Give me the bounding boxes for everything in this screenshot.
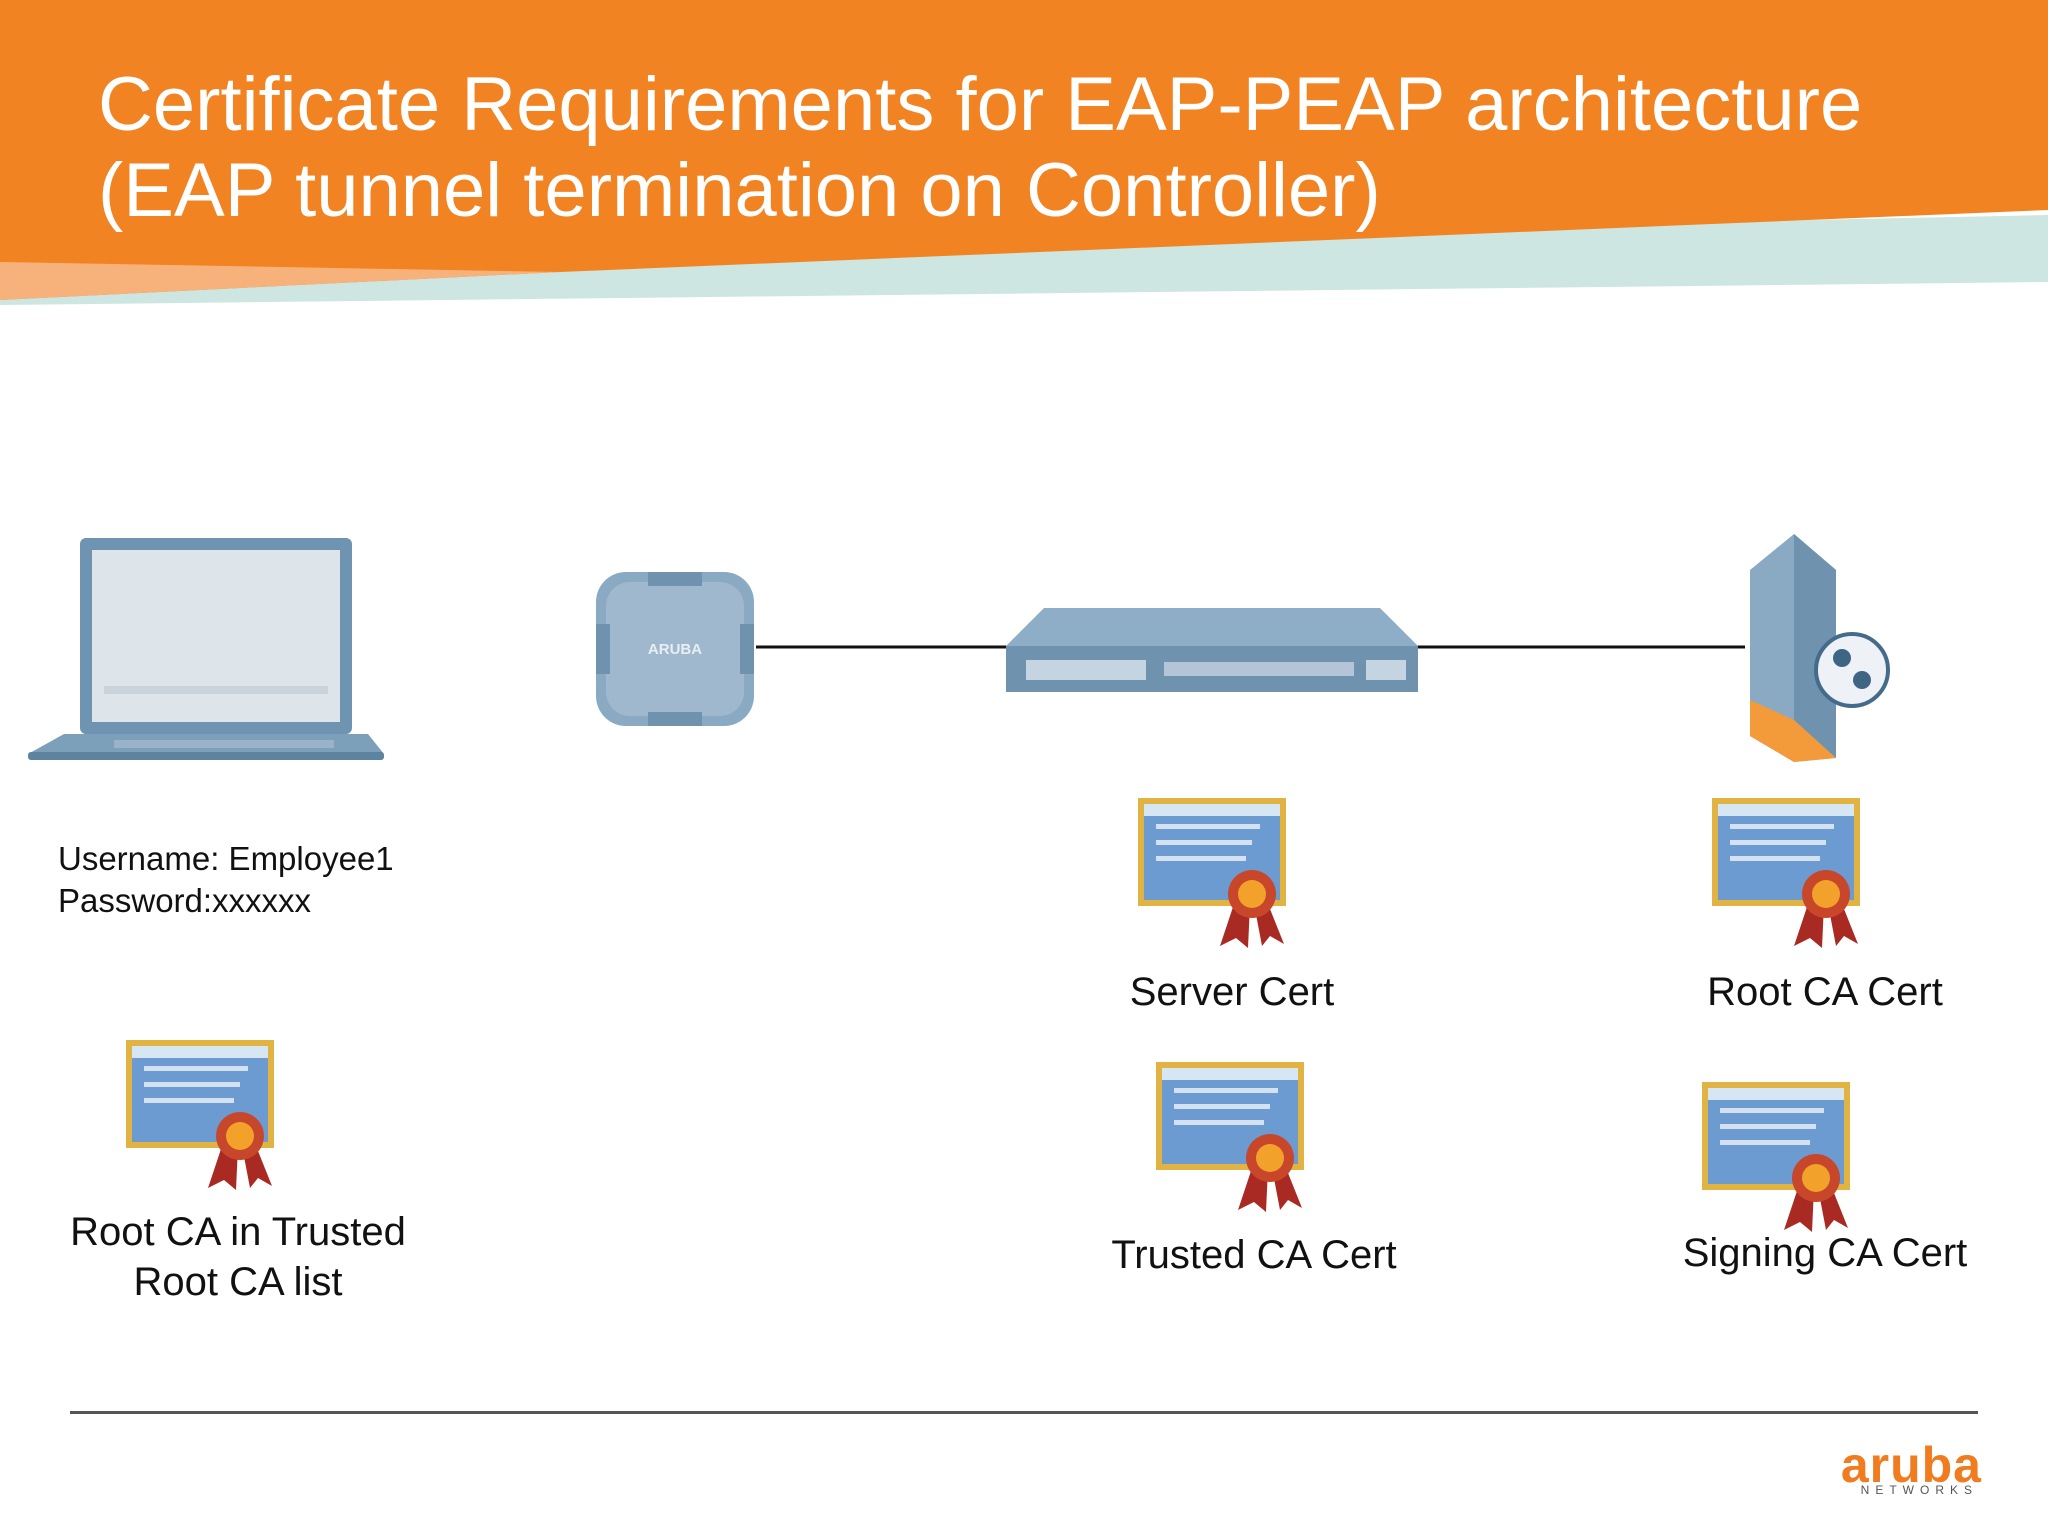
network-links — [756, 645, 1745, 649]
root-ca-cert-label: Root CA Cert — [1707, 970, 1943, 1014]
footer-divider — [70, 1411, 1978, 1414]
username-text: Username: Employee1 — [58, 840, 394, 877]
server-cert-label: Server Cert — [1129, 970, 1335, 1014]
aruba-logo-subtitle: NETWORKS — [1860, 1483, 1978, 1497]
signing-ca-cert-label: Signing CA Cert — [1682, 1231, 1968, 1275]
slide-title: Certificate Requirements for EAP-PEAP ar… — [98, 62, 1998, 234]
aruba-logo: aruba — [1840, 1437, 1982, 1493]
certificate-icon — [1698, 1078, 1854, 1234]
certificate-icon — [122, 1036, 278, 1192]
slide-title-line2: (EAP tunnel termination on Controller) — [98, 148, 1381, 233]
access-point-icon: ARUBA — [592, 568, 758, 730]
laptop-icon — [24, 536, 386, 762]
ap-brand: ARUBA — [648, 641, 702, 658]
client-cert-label: Root CA in Trusted Root CA list — [70, 1210, 406, 1304]
slide-title-line1: Certificate Requirements for EAP-PEAP ar… — [98, 62, 1863, 147]
header-band — [0, 0, 2048, 305]
password-text: Password:xxxxxx — [58, 882, 312, 919]
controller-icon — [1004, 606, 1420, 694]
client-credentials: Username: Employee1 Password:xxxxxx — [58, 838, 394, 922]
certificate-icon — [1708, 794, 1864, 950]
certificate-icon — [1134, 794, 1290, 950]
trusted-ca-cert-label: Trusted CA Cert — [1111, 1233, 1397, 1277]
server-icon — [1740, 530, 1890, 770]
certificate-icon — [1152, 1058, 1308, 1214]
